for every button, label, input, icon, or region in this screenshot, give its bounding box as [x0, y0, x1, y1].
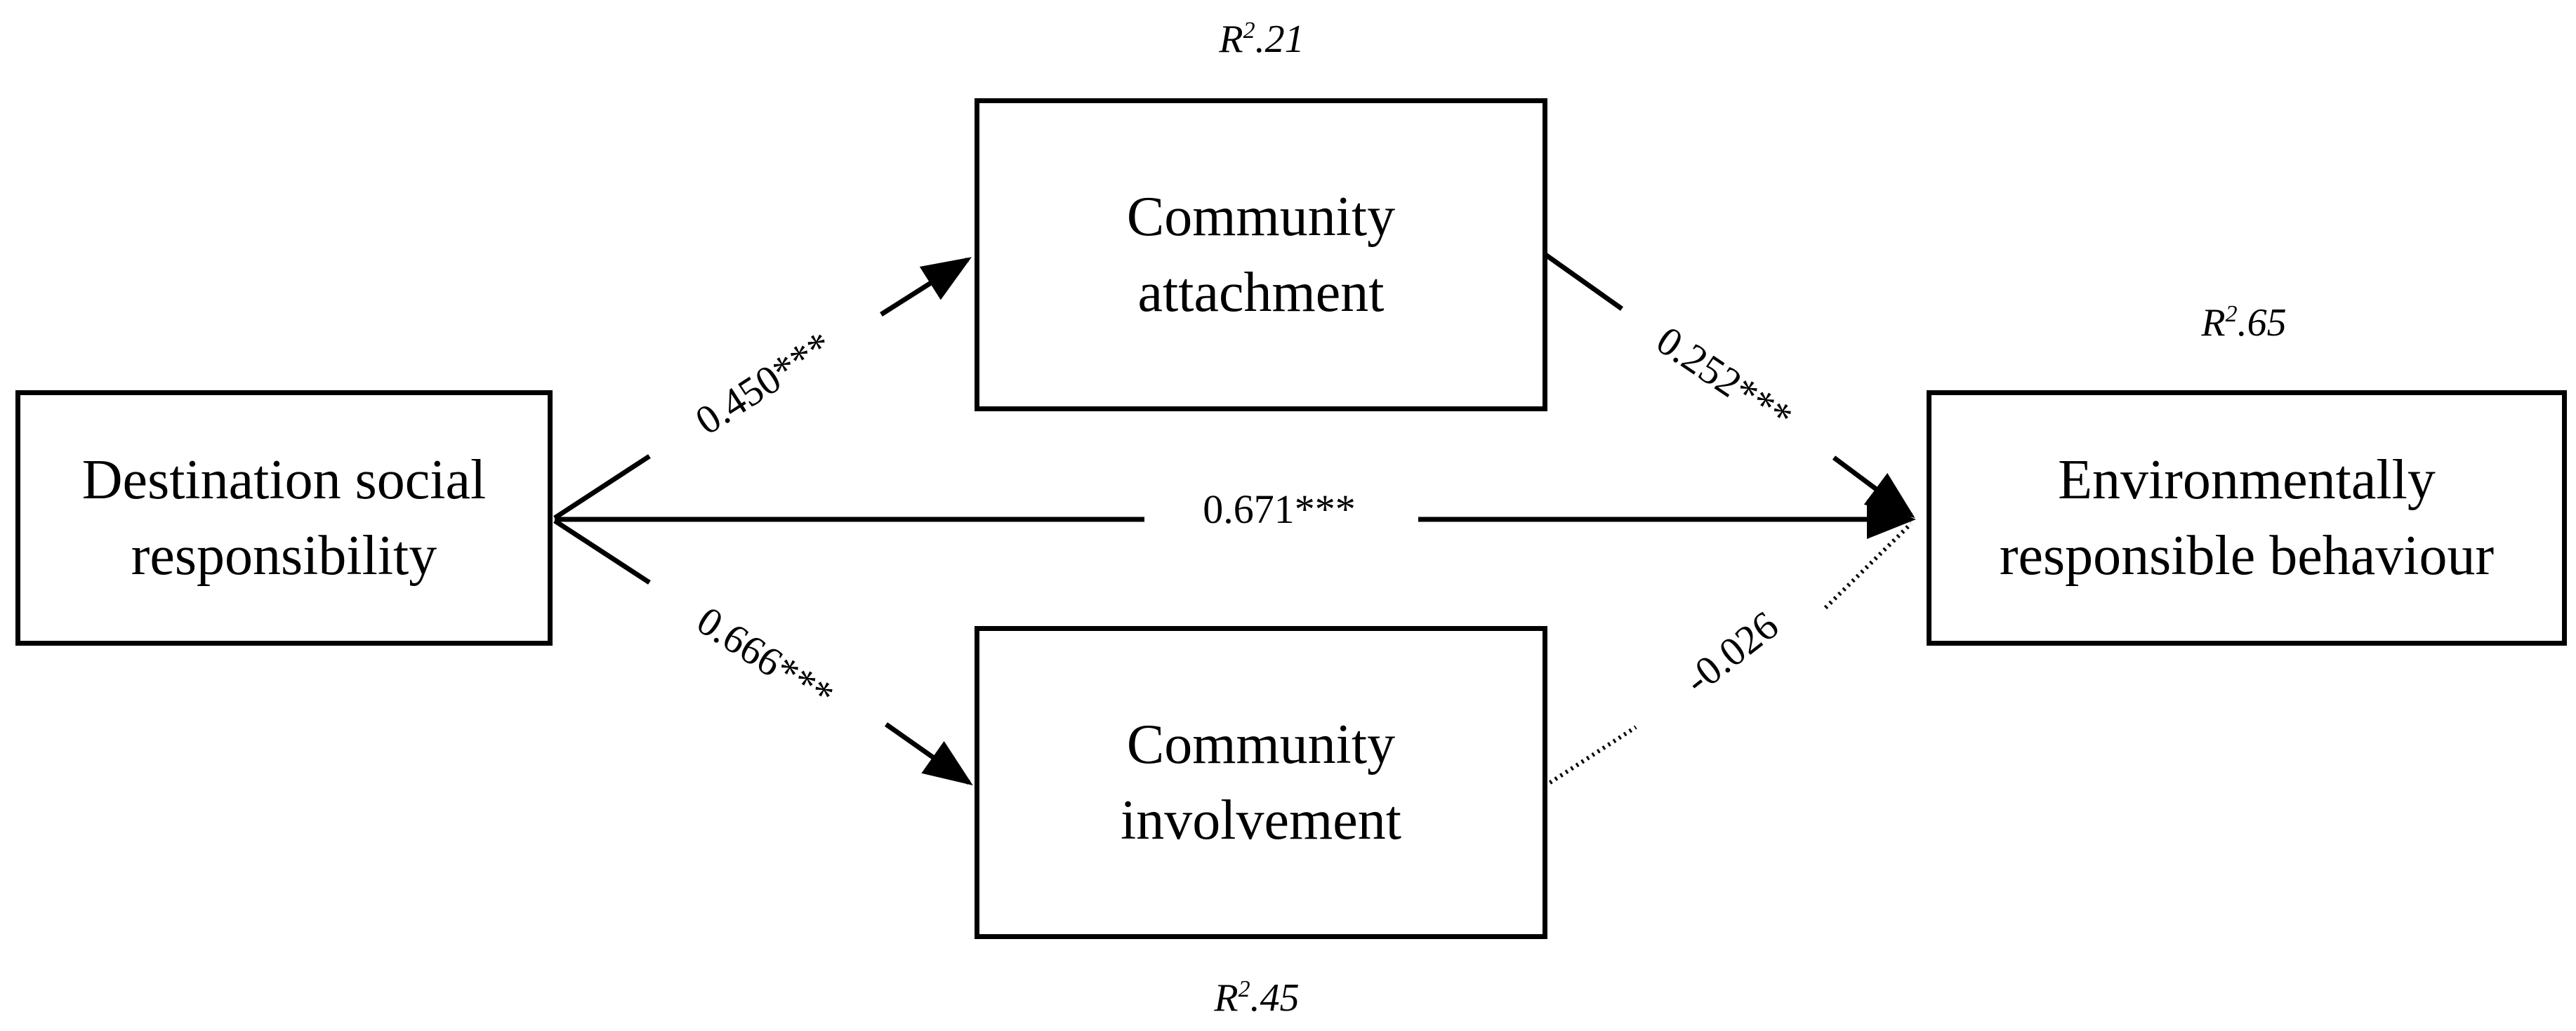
node-label: Environmentally responsible behaviour [1999, 449, 2495, 587]
node-label: Community involvement [1121, 714, 1401, 851]
r-squared-community-attachment: R2.21 [1219, 18, 1304, 61]
path-line-dsr-to-ci-start [553, 519, 651, 585]
node-label: Destination social responsibility [81, 449, 487, 587]
r-squared-community-involvement: R2.45 [1214, 976, 1300, 1020]
path-line-ci-to-erb-end [1823, 521, 1913, 610]
coefficient-dsr-to-erb: 0.671*** [1203, 486, 1356, 532]
node-community-involvement: Community involvement [975, 626, 1547, 939]
path-line-dsr-to-ca-start [553, 454, 651, 520]
path-arrow-dsr-to-ca [880, 257, 972, 317]
node-environmentally-responsible-behaviour: Environmentally responsible behaviour [1927, 390, 2567, 646]
node-destination-social-responsibility: Destination social responsibility [15, 390, 553, 646]
node-community-attachment: Community attachment [975, 98, 1547, 411]
path-arrow-dsr-to-ci [884, 722, 973, 786]
node-label: Community attachment [1126, 186, 1396, 324]
path-line-ca-to-erb-start [1543, 252, 1624, 311]
path-arrow-ca-to-erb [1832, 455, 1915, 519]
path-line-ci-to-erb-start [1543, 725, 1637, 788]
r-squared-environmentally-responsible-behaviour: R2.65 [2201, 301, 2287, 345]
